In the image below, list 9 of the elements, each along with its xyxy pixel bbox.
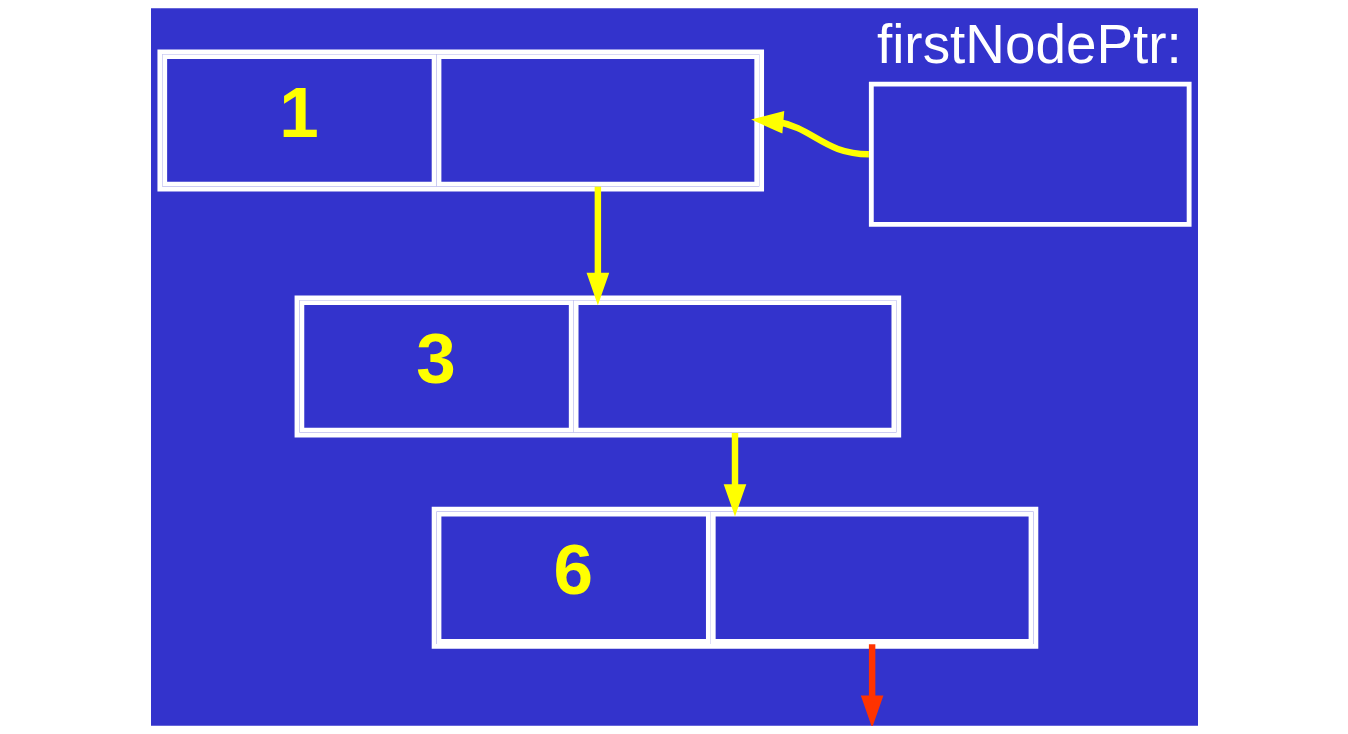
arrow	[723, 432, 746, 517]
node-label: firstNodePtr:	[876, 12, 1182, 75]
node-box	[868, 81, 1192, 227]
arrow	[586, 186, 609, 306]
arrow	[750, 110, 869, 158]
arrow	[860, 644, 883, 726]
node-box: 3	[294, 295, 901, 438]
node-box: 1	[156, 49, 764, 192]
node-box: 6	[431, 506, 1038, 649]
